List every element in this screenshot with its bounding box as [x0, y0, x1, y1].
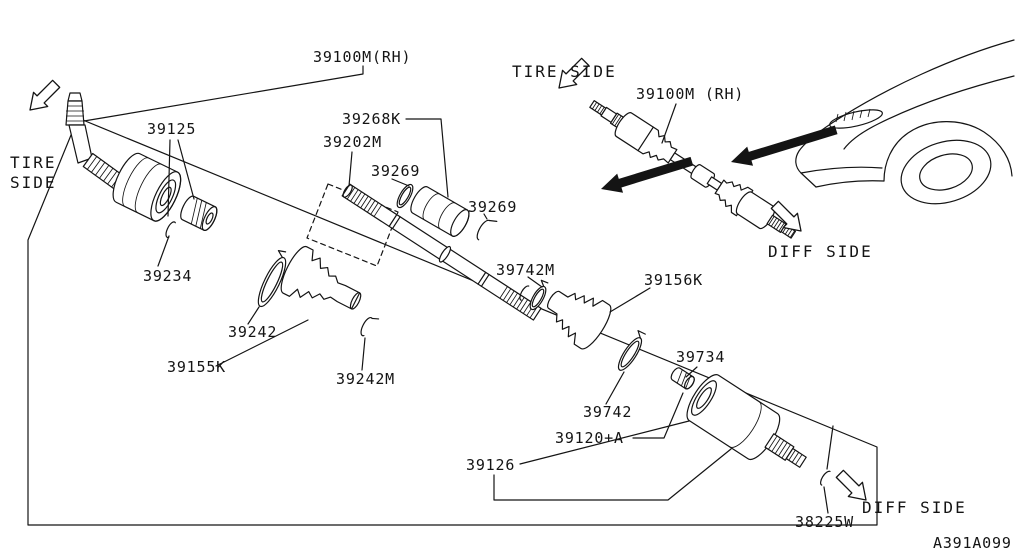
leader-39742M: [527, 276, 543, 288]
leader-39120A: [632, 392, 684, 439]
part-damper-band-39269-a: [396, 183, 414, 209]
leader-39100m-top: [83, 65, 364, 122]
label-tire-side-left-line1: TIRE: [10, 153, 57, 172]
leader-lines: [83, 65, 834, 514]
leader-39268K: [405, 118, 449, 198]
label-39155K: 39155K: [167, 358, 226, 376]
label-39734: 39734: [676, 348, 725, 366]
label-39742M: 39742M: [496, 261, 555, 279]
leader-39125: [167, 139, 195, 217]
leader-39734: [685, 366, 698, 378]
part-axle-shaft-39202M: [341, 183, 542, 321]
brand-emblem: [829, 109, 883, 129]
leader-39126-bracket: [493, 448, 732, 501]
label-39126: 39126: [466, 456, 515, 474]
label-main-assembly: 39100M(RH): [313, 48, 411, 66]
leader-39269-a: [391, 178, 410, 187]
part-diff-joint-housing-39126: [686, 374, 807, 468]
leader-39202M: [348, 151, 353, 187]
install-direction-arrow-2: [731, 125, 838, 166]
leader-39742: [605, 371, 625, 405]
leader-39126: [519, 420, 690, 465]
leader-39242: [247, 306, 260, 325]
part-snap-ring-39234: [165, 221, 176, 239]
install-direction-arrow-1: [601, 156, 694, 193]
label-diff-side-lower: DIFF SIDE: [862, 498, 967, 517]
label-39742: 39742: [583, 403, 632, 421]
car-front-sketch: [795, 39, 1015, 205]
label-39269-a: 39269: [371, 162, 420, 180]
label-assembled-axle: 39100M (RH): [636, 85, 744, 103]
part-boot-band-39242: [257, 250, 287, 308]
part-boot-band-39242M: [360, 316, 380, 337]
leader-39242M: [361, 337, 366, 371]
diff-side-arrow-upper: [770, 200, 802, 232]
part-snap-ring-38225W: [820, 470, 831, 486]
part-boot-band-39742: [617, 330, 646, 371]
label-diff-side-upper: DIFF SIDE: [768, 242, 873, 261]
diff-side-arrow-lower: [835, 469, 867, 501]
label-39202M: 39202M: [323, 133, 382, 151]
label-38225W: 38225W: [795, 513, 854, 531]
leader-39234: [157, 235, 170, 267]
assembled-axle: [589, 100, 797, 239]
label-tire-side-left-line2: SIDE: [10, 173, 57, 192]
label-39120A: 39120+A: [555, 429, 624, 447]
leader-38225W: [823, 425, 834, 514]
part-dynamic-damper-39268K: [410, 186, 470, 237]
label-tire-side-top: TIRE SIDE: [512, 62, 617, 81]
leader-39156K: [609, 287, 651, 313]
part-cv-inner-race: [180, 195, 218, 232]
label-39156K: 39156K: [644, 271, 703, 289]
part-boot-band-39742M: [529, 279, 549, 311]
leader-39269-b: [483, 213, 488, 220]
part-cv-joint-outer: [112, 152, 182, 222]
part-boot-39155K: [280, 245, 362, 310]
part-damper-band-39269-b: [476, 219, 498, 241]
part-boot-39156K: [547, 290, 612, 350]
label-39125: 39125: [147, 120, 196, 138]
tire-side-arrow-top: [558, 57, 590, 89]
label-39242M: 39242M: [336, 370, 395, 388]
label-39234: 39234: [143, 267, 192, 285]
leader-39155K: [215, 319, 309, 367]
part-spider-39734: [670, 367, 695, 390]
tire-side-arrow-left: [29, 79, 61, 111]
label-39268K: 39268K: [342, 110, 401, 128]
label-drawing-code: A391A099: [933, 534, 1012, 552]
leader-39100m-assembled: [661, 103, 677, 144]
label-39242: 39242: [228, 323, 277, 341]
label-39269-b: 39269: [468, 198, 517, 216]
part-spring-clip: [519, 285, 530, 301]
